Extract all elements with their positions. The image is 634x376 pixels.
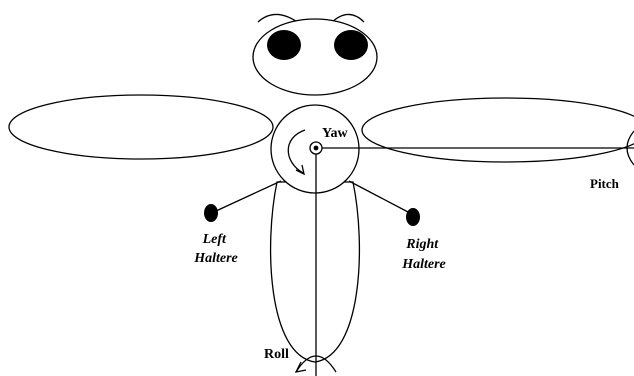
left-haltere-stalk [215, 180, 282, 212]
pitch-label: Pitch [590, 176, 620, 191]
pitch-rotation-arc [626, 130, 634, 166]
roll-label: Roll [264, 347, 289, 362]
right-haltere-stalk [348, 180, 409, 213]
left-haltere-label: Left Haltere [193, 232, 238, 266]
left-haltere-knob [204, 204, 218, 222]
left-haltere-label-line2: Haltere [193, 251, 238, 266]
right-haltere-knob [406, 208, 420, 226]
roll-arrowhead [294, 361, 307, 373]
right-wing [361, 97, 634, 163]
left-eye [267, 30, 301, 60]
right-haltere-label-line1: Right [405, 237, 439, 252]
roll-rotation-arc [295, 355, 337, 373]
left-haltere-label-line1: Left [202, 232, 227, 247]
right-eye [334, 30, 368, 60]
yaw-arrowhead [295, 164, 305, 176]
left-wing [8, 94, 274, 160]
abdomen [269, 181, 361, 363]
yaw-label: Yaw [322, 126, 349, 141]
right-haltere-label: Right Haltere [401, 237, 446, 272]
yaw-rotation-arc [287, 129, 306, 174]
yaw-axis-dot [313, 145, 319, 151]
right-haltere-label-line2: Haltere [401, 257, 446, 272]
